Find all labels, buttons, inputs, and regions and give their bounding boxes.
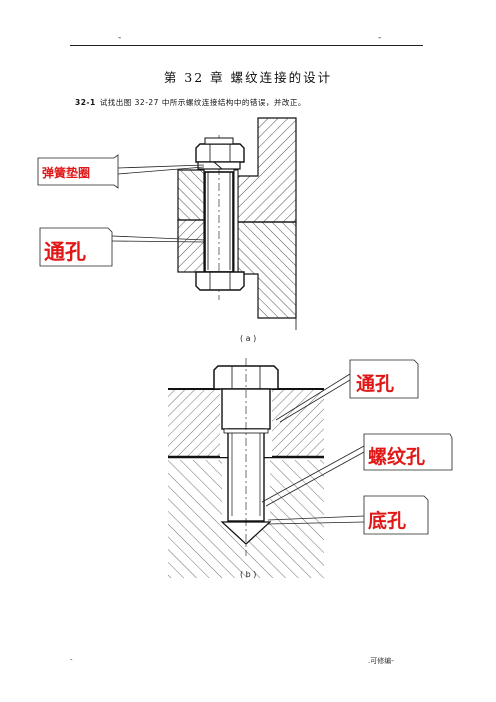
- callout-bottom-hole-label: 底孔: [368, 509, 406, 532]
- callout-washer-label: 弹簧垫圈: [42, 165, 90, 180]
- callout-threaded-hole-label: 螺纹孔: [368, 445, 425, 468]
- callout-through-hole-a: 通孔: [39, 227, 206, 267]
- top-nut: [195, 137, 245, 170]
- figure-a-caption: ( a ): [240, 334, 257, 343]
- chapter-title: 第 32 章 螺纹连接的设计: [163, 70, 333, 85]
- header-rule: [70, 45, 423, 46]
- left-plates: [177, 169, 239, 275]
- header-right-mark: -: [378, 33, 382, 43]
- bolt: [204, 135, 234, 300]
- callout-threaded-hole: 螺纹孔: [261, 433, 453, 507]
- callout-through-hole-b: 通孔: [275, 359, 419, 423]
- callout-through-hole-a-label: 通孔: [44, 240, 86, 264]
- bolt-head: [195, 271, 245, 291]
- callout-washer: 弹簧垫圈: [37, 154, 205, 189]
- footer-left: -: [70, 656, 73, 664]
- figure-b-caption: ( b ): [240, 570, 257, 579]
- header-left-mark: -: [118, 33, 122, 43]
- callout-bottom-hole: 底孔: [267, 495, 429, 535]
- figure-b: 通孔 螺纹孔 底孔: [168, 358, 453, 578]
- figure-a: 弹簧垫圈 通孔: [37, 117, 297, 330]
- question-number: 32-1: [75, 98, 96, 107]
- bolt-b: [213, 358, 279, 556]
- wall-part: [237, 117, 297, 330]
- question-text: 试找出图 32-27 中所示螺纹连接结构中的错误，并改正。: [99, 98, 306, 107]
- callout-through-hole-b-label: 通孔: [356, 373, 394, 395]
- footer-right: .可修编-: [368, 657, 394, 665]
